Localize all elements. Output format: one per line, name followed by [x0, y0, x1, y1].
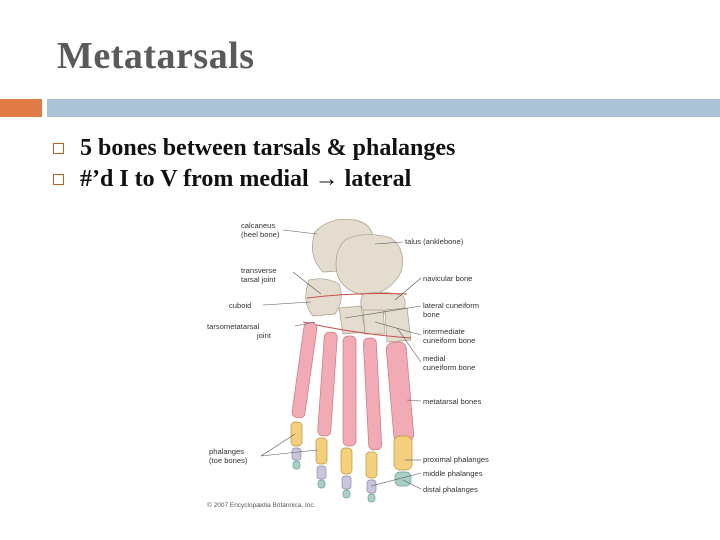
metatarsal-5: [291, 321, 318, 419]
talus-bone: [335, 234, 403, 297]
middle-phalanx-4: [316, 465, 327, 480]
metatarsal-1: [385, 341, 415, 443]
middle-phalanx-3: [341, 475, 352, 490]
label-calcaneus: calcaneus: [241, 221, 275, 230]
distal-phalanx-2: [367, 493, 376, 503]
label-medial-cuneiform-2: cuneiform bone: [423, 363, 475, 372]
label-transverse-2: tarsal joint: [241, 275, 276, 284]
metatarsal-bones: [291, 321, 415, 451]
bullet-list: 5 bones between tarsals & phalanges #’d …: [53, 133, 455, 195]
bullet-text-after: lateral: [344, 166, 412, 192]
accent-bar-orange: [0, 99, 42, 117]
label-lateral-cuneiform-2: bone: [423, 310, 440, 319]
metatarsal-2: [362, 337, 383, 451]
copyright-text: © 2007 Encyclopædia Britannica, Inc.: [207, 501, 316, 509]
label-transverse-1: transverse: [241, 266, 276, 275]
label-medial-cuneiform-1: medial: [423, 354, 446, 363]
proximal-phalanx-2: [365, 451, 378, 479]
label-calcaneus-sub: (heel bone): [241, 230, 280, 239]
tarsal-bones: [305, 218, 412, 343]
label-leader-lines: [260, 229, 422, 490]
distal-phalanges: [292, 460, 412, 503]
proximal-phalanx-3: [340, 447, 353, 475]
transverse-tarsal-joint-line: [306, 293, 408, 299]
middle-phalanx-2: [366, 479, 377, 494]
proximal-phalanx-4: [315, 437, 328, 465]
label-middle-phalanges: middle phalanges: [423, 469, 483, 478]
square-bullet-icon: [53, 143, 64, 154]
square-bullet-icon: [53, 174, 64, 185]
bullet-text: 5 bones between tarsals & phalanges: [80, 135, 456, 161]
accent-bar-blue: [47, 99, 720, 117]
middle-phalanx-5: [291, 447, 302, 461]
foot-bones-illustration: calcaneus (heel bone) talus (anklebone) …: [207, 218, 489, 509]
cuboid-bone: [305, 278, 342, 317]
middle-phalanges: [291, 447, 377, 494]
proximal-phalanx-5: [290, 421, 303, 447]
intermediate-cuneiform-bone: [362, 309, 386, 335]
label-tarsometatarsal-2: joint: [256, 331, 272, 340]
label-lateral-cuneiform-1: lateral cuneiform: [423, 301, 479, 310]
bullet-item: 5 bones between tarsals & phalanges: [53, 133, 455, 164]
navicular-bone: [360, 292, 406, 315]
label-distal-phalanges: distal phalanges: [423, 485, 478, 494]
label-phalanges-2: (toe bones): [209, 456, 248, 465]
label-intermediate-cuneiform-1: intermediate: [423, 327, 465, 336]
distal-phalanx-1: [394, 471, 412, 487]
metatarsal-3: [342, 335, 357, 447]
label-talus: talus (anklebone): [405, 237, 464, 246]
distal-phalanx-5: [292, 460, 301, 470]
metatarsal-4: [317, 331, 338, 437]
distal-phalanx-4: [317, 479, 326, 489]
proximal-phalanges: [290, 421, 413, 479]
bullet-text: #’d I to V from medial: [80, 166, 309, 192]
label-navicular: navicular bone: [423, 274, 472, 283]
slide-title: Metatarsals: [57, 35, 255, 77]
label-cuboid: cuboid: [229, 301, 251, 310]
right-arrow-icon: →: [314, 166, 339, 192]
label-metatarsal: metatarsal bones: [423, 397, 481, 406]
label-intermediate-cuneiform-2: cuneiform bone: [423, 336, 475, 345]
medial-cuneiform-bone: [384, 307, 412, 343]
label-tarsometatarsal-1: tarsometatarsal: [207, 322, 260, 331]
proximal-phalanx-1: [393, 435, 413, 471]
label-phalanges-1: phalanges: [209, 447, 244, 456]
bullet-item: #’d I to V from medial → lateral: [53, 164, 455, 195]
label-proximal-phalanges: proximal phalanges: [423, 455, 489, 464]
distal-phalanx-3: [342, 489, 351, 499]
